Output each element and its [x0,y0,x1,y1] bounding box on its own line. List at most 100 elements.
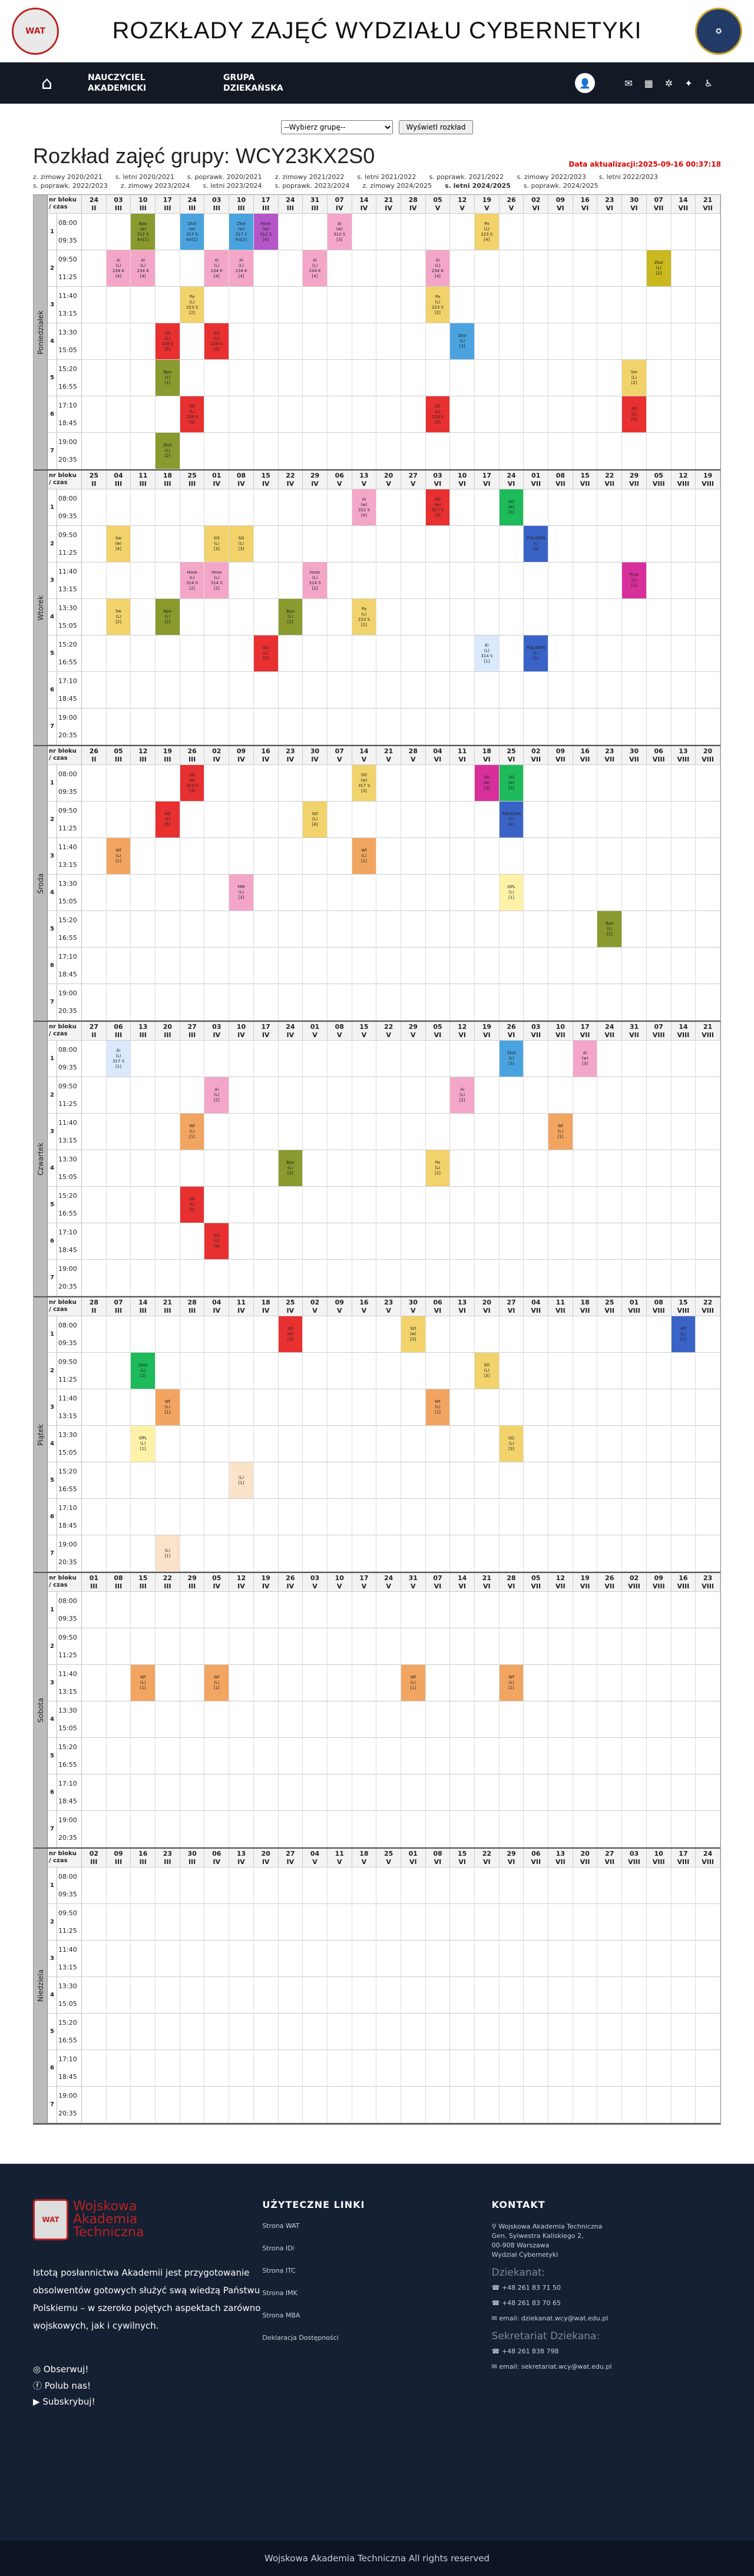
lesson-cell[interactable]: Bpo(L)[2] [278,1150,303,1186]
lesson-cell[interactable]: Wf(L)[1] [131,1665,156,1701]
lesson-cell[interactable]: SO(L)228 S[5] [156,323,180,359]
lesson-cell[interactable]: Wf(L)[1] [548,1114,573,1150]
footer-link[interactable]: Strona IDi [262,2244,295,2252]
lesson-cell[interactable]: Pa(L)223 S[2] [352,599,377,635]
secr-email[interactable]: ✉ email: sekretariat.wcy@wat.edu.pl [491,2363,612,2370]
lesson-cell[interactable]: SO(L)[3] [229,526,254,562]
user-icon[interactable]: 👤 [575,73,596,93]
footer-logo[interactable]: WAT Wojskowa Akademia Techniczna [33,2199,262,2240]
group-select[interactable]: --Wybierz grupę-- [281,120,393,134]
lesson-cell[interactable]: Wf(L)[1] [204,1665,230,1701]
lesson-cell[interactable]: Ai(L)234 K[4] [425,250,451,286]
footer-link[interactable]: Strona MBA [262,2312,300,2319]
lesson-cell[interactable]: SO(w)[3] [278,1316,303,1352]
dean-phone-1[interactable]: ☎ +48 261 83 71 50 [491,2284,561,2292]
lesson-cell[interactable]: (L)[1] [229,1462,254,1498]
lesson-cell[interactable]: Hose(L)314 S[2] [180,562,205,598]
lesson-cell[interactable]: Ei(L)314 S[1] [475,635,500,671]
lesson-cell[interactable]: Ai(L)234 K[4] [303,250,328,286]
lesson-cell[interactable]: SO(L)228 S[5] [425,396,451,432]
lesson-cell[interactable]: MM(L)[3] [229,875,254,910]
lesson-cell[interactable]: Zkol(L)[3] [499,1041,524,1077]
lesson-cell[interactable]: Wf(L)[1] [671,1316,696,1352]
semester-link[interactable]: s. poprawk. 2024/2025 [523,182,598,190]
lesson-cell[interactable]: SO(L)[4] [303,802,328,837]
lesson-cell[interactable]: SO(L)228 S[5] [180,396,205,432]
mail-icon[interactable]: ✉ [624,77,633,89]
lesson-cell[interactable]: Ai(L)234 K[4] [106,250,131,286]
lesson-cell[interactable]: SO(w)317 S[3] [352,765,377,801]
lesson-cell[interactable]: Wf(L)[1] [156,1389,180,1425]
lesson-cell[interactable]: Bpo(L)[2] [597,911,623,947]
lesson-cell[interactable]: Ai(L)[2] [204,1077,230,1113]
lesson-cell[interactable]: Pa(L)223 S[2] [425,287,451,323]
lesson-cell[interactable]: Hose(L)314 S[2] [303,562,328,598]
wat-logo[interactable]: WAT [12,7,59,55]
dean-phone-2[interactable]: ☎ +48 261 83 70 65 [491,2299,561,2307]
lesson-cell[interactable]: SO(w)317 S[3] [425,489,451,525]
faculty-emblem[interactable]: ✪ [695,7,742,55]
home-icon[interactable]: ⌂ [41,72,53,94]
lesson-cell[interactable]: Ai(L)234 K[4] [204,250,230,286]
semester-link[interactable]: z. zimowy 2021/2022 [275,173,345,181]
semester-link[interactable]: s. poprawk. 2020/2021 [187,173,262,181]
lesson-cell[interactable]: Wf(L)[1] [352,838,377,874]
lesson-cell[interactable]: Ai(w)312 S[4] [352,489,377,525]
lesson-cell[interactable]: SO(L)228 S[5] [204,323,230,359]
semester-link[interactable]: z. zimowy 2024/2025 [362,182,432,190]
lesson-cell[interactable]: POLIGON(L)[1] [524,635,549,671]
semester-link[interactable]: s. letni 2024/2025 [445,182,511,190]
lesson-cell[interactable]: Bpo(L)[2] [156,599,180,635]
semester-link[interactable]: s. poprawk. 2023/2024 [275,182,350,190]
lesson-cell[interactable]: Wf(L)[1] [180,1114,205,1150]
lesson-cell[interactable]: Ei(L)317 S[1] [106,1041,131,1077]
lesson-cell[interactable]: Hose(w)312 S[4] [253,214,279,250]
lesson-cell[interactable]: SO(L)[3] [475,1353,500,1389]
lesson-cell[interactable]: Sw(L)[2] [106,599,131,635]
dean-email[interactable]: ✉ email: dziekanat.wcy@wat.edu.pl [491,2315,609,2322]
lesson-cell[interactable]: SO(L)[5] [156,802,180,837]
lesson-cell[interactable]: POLIGON(L)[4] [524,526,549,562]
lesson-cell[interactable]: Sm(L)[2] [622,360,647,396]
lesson-cell[interactable]: Ai(L)[2] [450,1077,475,1113]
nav-group[interactable]: GRUPA DZIEKAŃSKA [223,73,283,93]
lesson-cell[interactable]: SO(L)[5] [204,1223,230,1259]
lesson-cell[interactable]: Bpo(L)[1] [156,360,180,396]
lesson-cell[interactable]: Ai(w)[3] [573,1041,598,1077]
lesson-cell[interactable]: Sw(w)[4] [106,526,131,562]
lesson-cell[interactable]: Pa(L)223 S[2] [180,287,205,323]
social-instagram[interactable]: ◎ Obserwuj! [33,2364,89,2375]
lesson-cell[interactable]: Ai(L)234 K[4] [229,250,254,286]
lesson-cell[interactable]: Wf(L)[1] [106,838,131,874]
show-schedule-button[interactable]: Wyświetl rozkład [399,120,473,134]
footer-link[interactable]: Deklaracja Dostępności [262,2334,339,2342]
lesson-cell[interactable]: Zkol(L)[2] [156,433,180,469]
secr-phone[interactable]: ☎ +48 261 838 798 [491,2347,559,2355]
footer-link[interactable]: Strona WAT [262,2222,300,2230]
lesson-cell[interactable]: Zkol(L)[2] [131,1353,156,1389]
semester-link[interactable]: s. zimowy 2022/2023 [517,173,586,181]
semester-link[interactable]: s. letni 2022/2023 [598,173,658,181]
semester-link[interactable]: s. poprawk. 2022/2023 [33,182,108,190]
lesson-cell[interactable]: Wf(L)[1] [499,1665,524,1701]
lesson-cell[interactable]: (L)[1] [156,1535,180,1571]
lesson-cell[interactable]: Ai(w)312 S[3] [327,214,352,250]
lesson-cell[interactable]: OPL(L)[1] [131,1426,156,1462]
footer-link[interactable]: Strona ITC [262,2267,296,2274]
semester-link[interactable]: z. zimowy 2023/2024 [120,182,190,190]
lesson-cell[interactable]: OPL(L)[1] [499,875,524,910]
social-youtube[interactable]: ▶ Subskrybuj! [33,2396,95,2407]
lesson-cell[interactable]: SO(L)[3] [499,1426,524,1462]
semester-link[interactable]: s. letni 2021/2022 [357,173,416,181]
nav-teacher[interactable]: NAUCZYCIEL AKADEMICKI [88,73,147,93]
lesson-cell[interactable]: SO(w)[3] [499,765,524,801]
lesson-cell[interactable]: Zkol(L)[2] [646,250,672,286]
footer-link[interactable]: Strona IMK [262,2289,297,2297]
eagle-icon[interactable]: ✦ [684,77,693,89]
lesson-cell[interactable]: Wf(L)[1] [425,1389,451,1425]
lesson-cell[interactable]: Zkol(L)[3] [450,323,475,359]
semester-link[interactable]: s. letni 2020/2021 [115,173,174,181]
lesson-cell[interactable]: Hose(L)314 S[2] [204,562,230,598]
